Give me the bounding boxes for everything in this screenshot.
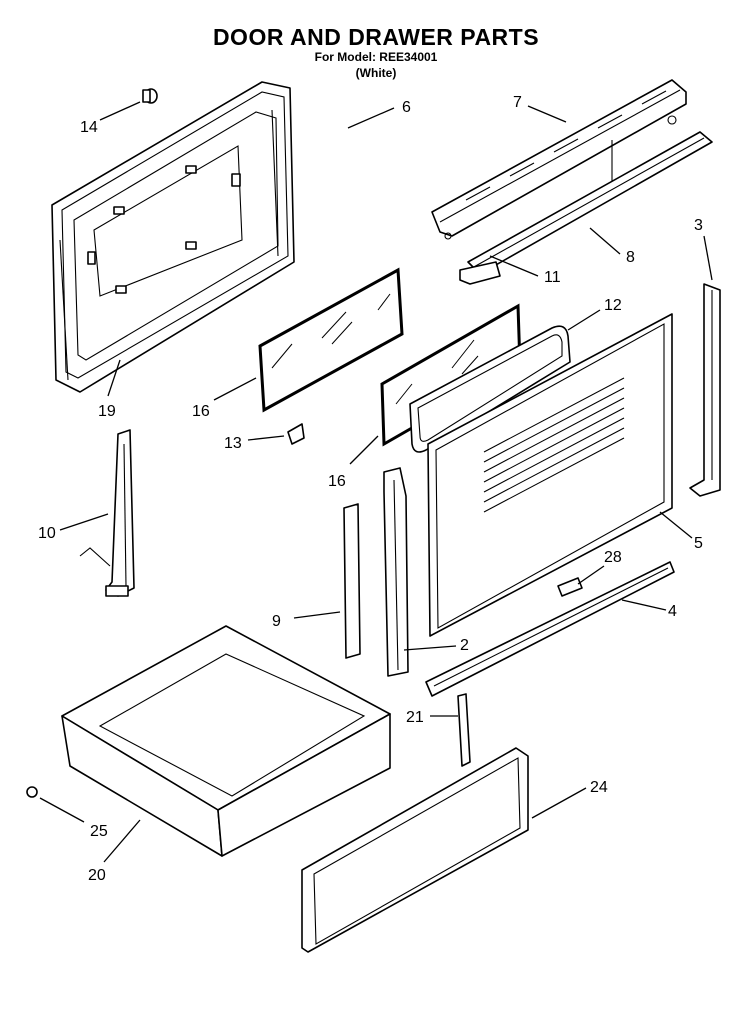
callout-20: 20 (88, 867, 106, 884)
callout-24: 24 (590, 779, 608, 796)
part-7-vent-trim (431, 79, 687, 240)
callout-9: 9 (272, 613, 281, 630)
callout-16b: 16 (328, 473, 346, 490)
callout-19: 19 (98, 403, 116, 420)
leader-lines (39, 101, 713, 863)
part-19-door-liner (51, 81, 295, 393)
callout-8: 8 (626, 249, 635, 266)
callout-12: 12 (604, 297, 622, 314)
model-color: (White) (355, 66, 397, 80)
callout-16a: 16 (192, 403, 210, 420)
part-5-outer-door-panel (427, 313, 673, 637)
part-21-drawer-bracket (457, 693, 471, 767)
part-11-end-cap (459, 261, 501, 285)
part-10-hinge (79, 429, 135, 597)
door-vent-mesh (483, 377, 625, 513)
callout-3: 3 (694, 217, 703, 234)
part-16-window-glass-a (258, 267, 404, 413)
callout-11: 11 (544, 269, 561, 286)
part-4-bottom-trim (425, 561, 675, 697)
callout-2: 2 (460, 637, 469, 654)
callout-6: 6 (402, 99, 411, 116)
callout-13: 13 (224, 435, 242, 452)
model-number: For Model: REE34001 (314, 50, 438, 64)
part-13-clip (287, 423, 305, 445)
part-24-drawer-front (301, 747, 529, 953)
part-3-side-trim (689, 283, 721, 497)
callout-4: 4 (668, 603, 677, 620)
part-12-door-gasket (409, 325, 571, 453)
part-25-screw (26, 786, 38, 798)
callout-21: 21 (406, 709, 424, 726)
callout-7: 7 (513, 94, 522, 111)
diagram-title: DOOR AND DRAWER PARTS (212, 24, 540, 50)
part-20-drawer (61, 625, 391, 857)
part-28-bracket (557, 577, 583, 597)
callout-14: 14 (80, 119, 98, 136)
callout-5: 5 (694, 535, 703, 552)
callout-labels: 14 6 7 3 8 11 12 19 16 13 16 10 5 28 4 9… (38, 94, 703, 884)
part-2-channel (383, 467, 409, 677)
callout-10: 10 (38, 525, 56, 542)
callout-25: 25 (90, 823, 108, 840)
part-14-bumper (142, 88, 158, 104)
part-9-strip (343, 503, 361, 659)
callout-28: 28 (604, 549, 622, 566)
